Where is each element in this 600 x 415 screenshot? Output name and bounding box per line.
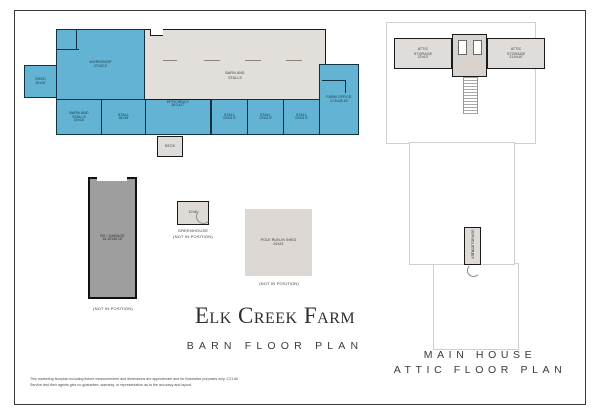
room-rv-garage[interactable]: RV / GARAGE 16.15'x45.15' xyxy=(88,177,137,299)
aisle-tick-3 xyxy=(286,60,302,62)
greenhouse-door-arc xyxy=(196,209,211,224)
room-stall-b-label: STALL xyxy=(259,112,272,117)
room-barn-and-stalls-left[interactable]: BARN AND STALLS 16'x16' xyxy=(56,99,102,135)
room-stall-a[interactable]: STALL 13'x11.9' xyxy=(211,99,248,135)
chase-vent-right xyxy=(473,40,482,55)
farm-office-inner-wall-v xyxy=(345,80,347,93)
room-shed-label: SHED xyxy=(35,77,46,82)
room-stall-16x16[interactable]: STALL 16'x16' xyxy=(101,99,146,135)
room-barn-and-stalls-left-dimensions: 16'x16' xyxy=(73,118,85,123)
room-pole-run-in-shed[interactable]: POLE RUN-IN SHED 24'x24' xyxy=(245,209,312,276)
aisle-tick-1 xyxy=(204,60,220,62)
attic-staircase xyxy=(463,77,478,114)
greenhouse-not-in-position: (NOT IN POSITION) xyxy=(173,234,213,239)
room-attic-storage-left-dimensions: 22'x10' xyxy=(417,54,429,59)
attic-closet-door-arc xyxy=(467,264,480,277)
room-deck-label: DECK xyxy=(164,144,176,149)
room-pole-run-in-shed-label: POLE RUN-IN SHED xyxy=(260,238,297,243)
aisle-top-notch xyxy=(150,29,163,36)
room-workshop-label: WORKSHOP xyxy=(89,60,112,65)
barn-plan-subtitle: BARN FLOOR PLAN xyxy=(186,340,364,352)
room-stall-c-label: STALL xyxy=(295,112,308,117)
room-attic-storage-vertical[interactable]: ATTIC STORAGE 6'x12' xyxy=(464,227,481,265)
room-stall-b[interactable]: STALL 13'x11.9' xyxy=(247,99,284,135)
page-title: Elk Creek Farm xyxy=(194,303,356,328)
room-deck[interactable]: DECK xyxy=(157,136,183,157)
rv-garage-door-opening xyxy=(97,176,127,181)
room-attic-storage-left-label: ATTIC STORAGE xyxy=(413,47,433,56)
room-shed[interactable]: SHED 10'x10' xyxy=(24,65,57,98)
greenhouse-caption: GREENHOUSE (NOT IN POSITION) xyxy=(158,228,228,240)
greenhouse-label: GREENHOUSE xyxy=(177,228,209,233)
house-plan-title-line1: MAIN HOUSE xyxy=(423,349,537,361)
room-greenhouse-dimensions: 10'x8' xyxy=(188,210,198,215)
room-stall-16x16-dimensions: 16'x16' xyxy=(118,116,129,121)
room-stall-16x16-label: STALL xyxy=(117,112,130,117)
room-rv-garage-dimensions: 16.15'x45.15' xyxy=(102,237,123,242)
room-stall-a-dimensions: 13'x11.9' xyxy=(222,116,237,121)
rv-garage-not-in-position: (NOT IN POSITION) xyxy=(93,306,133,311)
room-guest-efficiency-dimensions: 26.1'x27' xyxy=(171,103,185,108)
room-farm-office[interactable]: FARM OFFICE 17.5'x25.15' xyxy=(319,64,359,135)
room-barn-and-stalls-center[interactable]: BARN AND STALLS xyxy=(145,29,326,100)
room-farm-office-label: FARM OFFICE xyxy=(326,95,352,100)
page-border xyxy=(14,10,586,405)
room-barn-and-stalls-left-label: BARN AND STALLS xyxy=(69,110,89,120)
room-attic-storage-left[interactable]: ATTIC STORAGE 22'x10' xyxy=(394,38,452,69)
room-shed-dimensions: 10'x10' xyxy=(35,80,46,85)
room-stall-c[interactable]: STALL 13'x11.9' xyxy=(283,99,320,135)
room-stall-b-dimensions: 13'x11.9' xyxy=(258,116,273,121)
room-stall-c-dimensions: 13'x11.9' xyxy=(294,116,309,121)
farm-office-inner-wall xyxy=(322,80,346,82)
room-attic-storage-right-dimensions: 21.5'x10' xyxy=(509,54,523,59)
room-attic-storage-right-label: ATTIC STORAGE xyxy=(506,47,526,56)
house-plan-subtitle: MAIN HOUSE ATTIC FLOOR PLAN xyxy=(380,348,580,378)
room-workshop-dimensions: 27'x32.3' xyxy=(93,63,108,68)
room-farm-office-dimensions: 17.5'x25.15' xyxy=(329,98,349,103)
room-stall-a-label: STALL xyxy=(223,112,236,117)
chase-vent-left xyxy=(458,40,467,55)
house-mid-outline xyxy=(409,142,515,265)
room-rv-garage-label: RV / GARAGE xyxy=(100,233,125,238)
room-barn-and-stalls-center-label: BARN AND STALLS xyxy=(225,71,245,80)
aisle-tick-2 xyxy=(245,60,261,62)
aisle-tick-4 xyxy=(163,60,177,62)
room-workshop[interactable]: WORKSHOP 27'x32.3' xyxy=(56,29,145,100)
house-plan-title-line2: ATTIC FLOOR PLAN xyxy=(393,364,567,377)
workshop-partition-vertical xyxy=(76,30,78,50)
disclaimer-text: This marketing floorplan including fixtu… xyxy=(30,377,238,388)
workshop-partition-horizontal xyxy=(57,49,79,51)
pole-shed-not-in-position: (NOT IN POSITION) xyxy=(259,281,299,286)
room-attic-storage-right[interactable]: ATTIC STORAGE 21.5'x10' xyxy=(487,38,545,69)
room-pole-run-in-shed-dimensions: 24'x24' xyxy=(273,241,284,246)
attic-center-chase[interactable] xyxy=(452,34,487,77)
